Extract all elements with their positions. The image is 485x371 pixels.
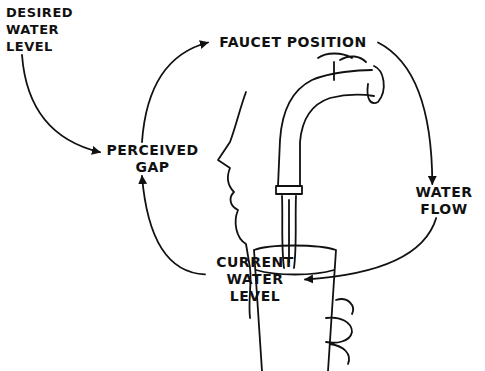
causal-arrow: [378, 43, 432, 185]
variable-label: WATER FLOW: [405, 184, 483, 218]
variable-label: PERCEIVED GAP: [100, 142, 205, 176]
faucet-handle: [318, 54, 366, 81]
faucet-body: [278, 70, 374, 186]
variable-label: DESIRED WATER LEVEL: [6, 4, 86, 55]
loop-variable: CURRENT WATER LEVEL: [205, 254, 305, 305]
faucet-pipe: [367, 66, 383, 103]
causal-arrow: [305, 218, 436, 280]
loop-variable: FAUCET POSITION: [208, 34, 378, 51]
loop-variable: DESIRED WATER LEVEL: [6, 4, 86, 55]
causal-arrow: [142, 43, 208, 143]
causal-arrow: [22, 55, 100, 152]
causal-arrow: [142, 176, 205, 274]
variable-label: CURRENT WATER LEVEL: [205, 254, 305, 305]
loop-variable: PERCEIVED GAP: [100, 142, 205, 176]
variable-label: FAUCET POSITION: [208, 34, 378, 51]
loop-variable: WATER FLOW: [405, 184, 483, 218]
hand: [326, 299, 353, 364]
faucet-nozzle: [276, 186, 302, 194]
